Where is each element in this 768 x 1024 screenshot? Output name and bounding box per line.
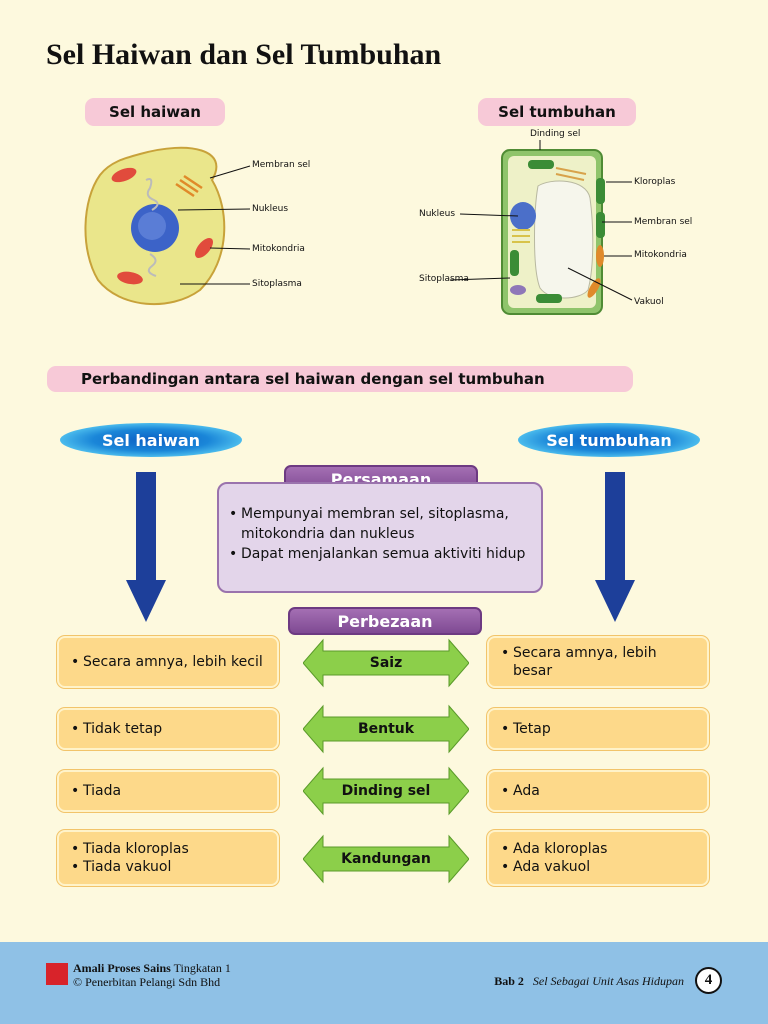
label-plant-mitokondria: Mitokondria	[634, 250, 687, 260]
label-nukleus: Nukleus	[252, 204, 289, 214]
kandungan-double-arrow	[303, 834, 469, 884]
label-kloroplas: Kloroplas	[634, 177, 676, 187]
footer-book-info: Amali Proses Sains Tingkatan 1 © Penerbi…	[73, 961, 231, 989]
comparison-heading: Perbandingan antara sel haiwan dengan se…	[47, 366, 633, 392]
plant-kandungan-box: •Ada kloroplas •Ada vakuol	[487, 830, 709, 886]
persamaan-item: •Dapat menjalankan semua aktiviti hidup	[229, 546, 526, 562]
label-mitokondria: Mitokondria	[252, 244, 305, 254]
animal-cell-heading: Sel haiwan	[85, 98, 225, 126]
saiz-label: Saiz	[369, 655, 403, 671]
label-sitoplasma: Sitoplasma	[252, 279, 302, 289]
animal-cell-diagram	[84, 146, 251, 306]
persamaan-box: •Mempunyai membran sel, sitoplasma, mito…	[217, 482, 543, 593]
plant-saiz-box: •Secara amnya, lebih besar	[487, 636, 709, 688]
dinding-label: Dinding sel	[341, 783, 431, 799]
publisher: © Penerbitan Pelangi Sdn Bhd	[73, 975, 221, 989]
label-dinding-sel: Dinding sel	[530, 129, 581, 139]
page-title: Sel Haiwan dan Sel Tumbuhan	[46, 38, 442, 71]
saiz-double-arrow	[303, 638, 469, 688]
kandungan-label: Kandungan	[341, 851, 431, 867]
plant-bentuk-box: •Tetap	[487, 708, 709, 750]
page-footer	[0, 942, 768, 1024]
dinding-double-arrow	[303, 766, 469, 816]
animal-dinding-box: •Tiada	[57, 770, 279, 812]
animal-saiz-box: •Secara amnya, lebih kecil	[57, 636, 279, 688]
label-plant-sitoplasma: Sitoplasma	[419, 274, 469, 284]
bentuk-double-arrow	[303, 704, 469, 754]
page-number: 4	[695, 967, 722, 994]
plant-cell-diagram	[449, 140, 633, 315]
plant-nucleus-shape	[510, 202, 536, 230]
perbezaan-tab: Perbezaan	[288, 607, 482, 635]
chloroplast-shape	[528, 160, 554, 169]
bentuk-label: Bentuk	[357, 721, 415, 737]
label-membran-sel: Membran sel	[252, 160, 311, 170]
plant-dinding-box: •Ada	[487, 770, 709, 812]
animal-kandungan-box: •Tiada kloroplas •Tiada vakuol	[57, 830, 279, 886]
animal-cell-oval: Sel haiwan	[60, 423, 242, 457]
label-vakuol: Vakuol	[634, 297, 664, 307]
label-plant-nukleus: Nukleus	[419, 209, 456, 219]
plant-down-arrow	[595, 472, 635, 622]
persamaan-item: •Mempunyai membran sel, sitoplasma, mito…	[229, 506, 509, 542]
plant-cell-oval: Sel tumbuhan	[518, 423, 700, 457]
footer-chapter-info: Bab 2 Sel Sebagai Unit Asas Hidupan	[494, 974, 684, 989]
animal-bentuk-box: •Tidak tetap	[57, 708, 279, 750]
mitochondrion-shape	[111, 167, 137, 183]
vacuole-shape	[534, 180, 594, 299]
label-plant-membran-sel: Membran sel	[634, 217, 693, 227]
plant-cell-heading: Sel tumbuhan	[478, 98, 636, 126]
book-title: Amali Proses Sains	[73, 961, 171, 975]
publisher-logo-icon	[46, 963, 68, 985]
chapter-number: Bab 2	[494, 974, 524, 988]
chapter-title: Sel Sebagai Unit Asas Hidupan	[532, 974, 684, 988]
animal-down-arrow	[126, 472, 166, 622]
book-level: Tingkatan 1	[173, 961, 231, 975]
